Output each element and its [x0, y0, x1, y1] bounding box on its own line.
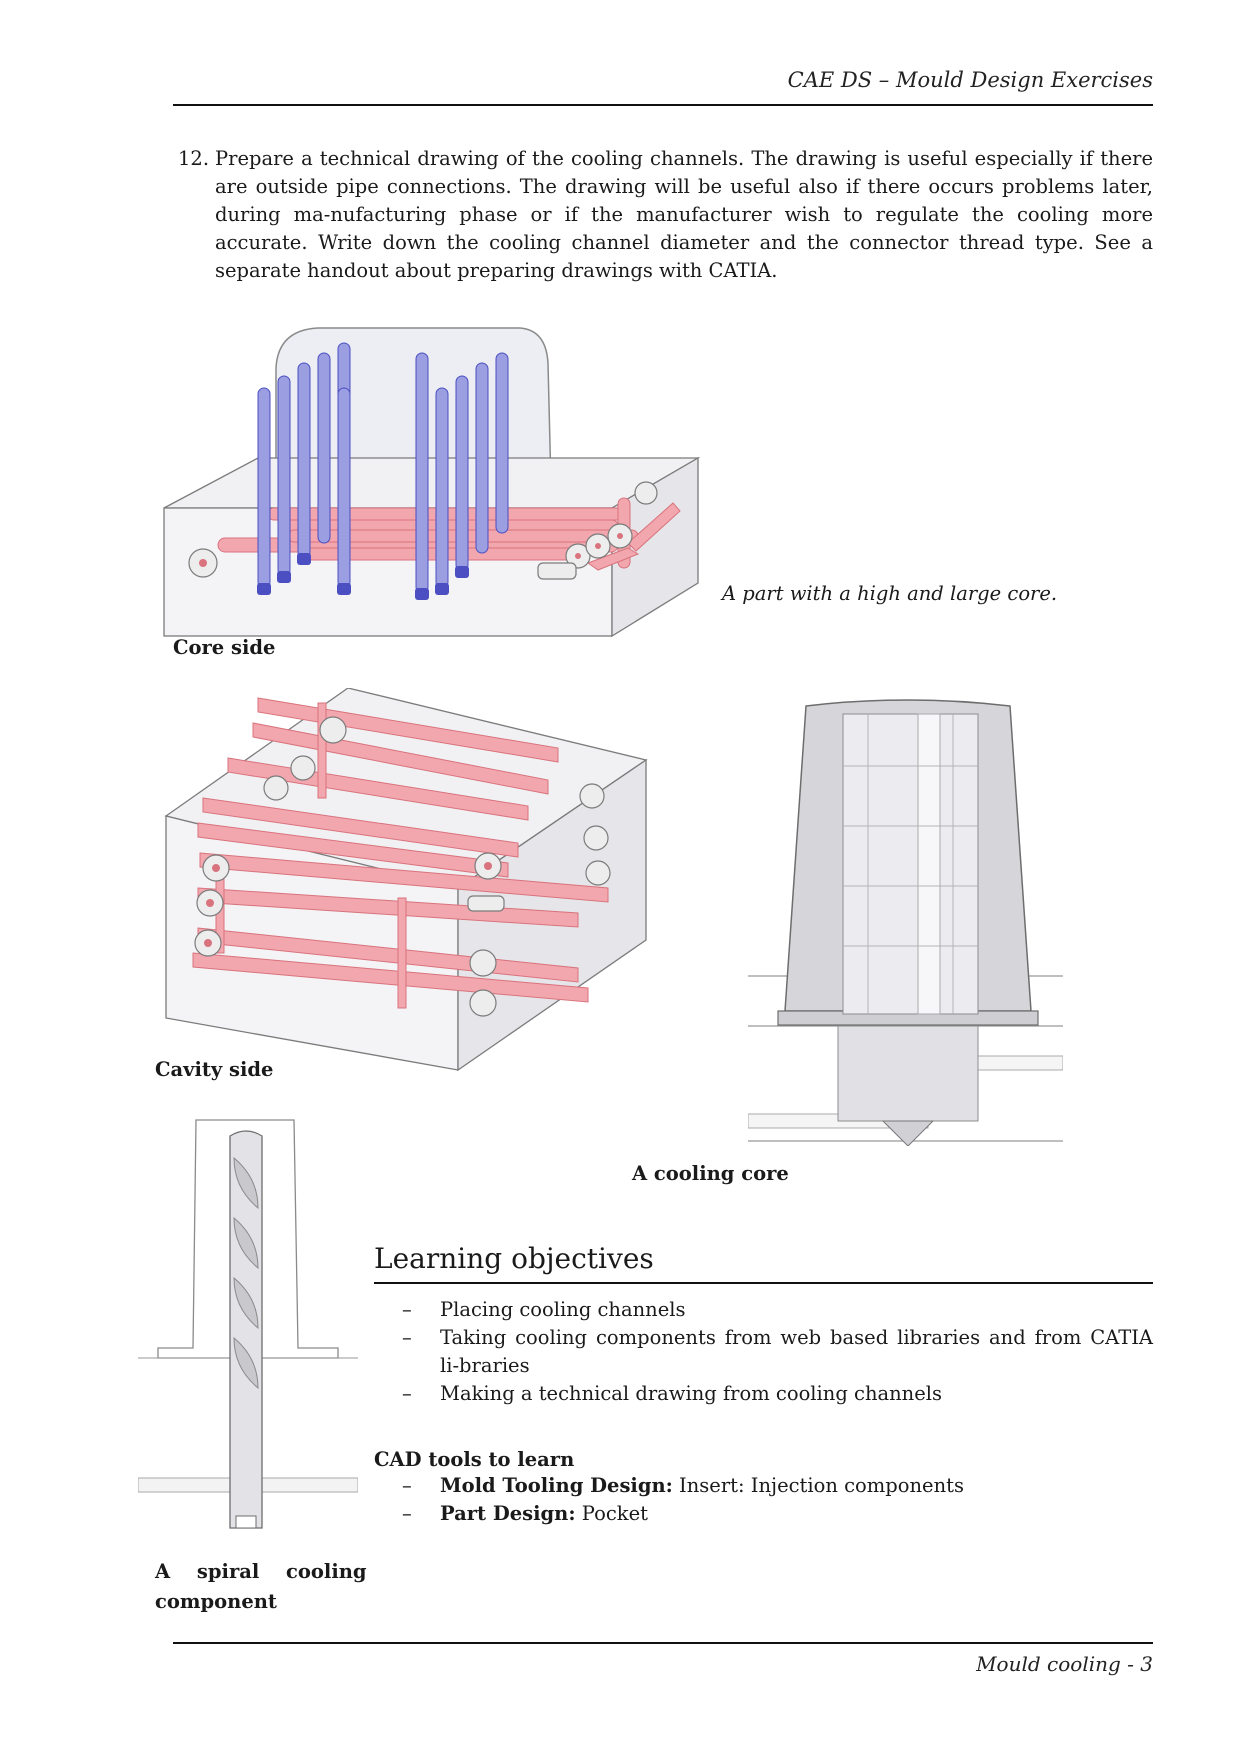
spiral-caption-line1: A spiral cooling: [155, 1560, 367, 1583]
running-header: CAE DS – Mould Design Exercises: [787, 68, 1153, 92]
cooling-core-caption: A cooling core: [632, 1162, 789, 1185]
list-item-text: Taking cooling components from web based…: [440, 1326, 1153, 1377]
list-item: – Taking cooling components from web base…: [374, 1324, 1153, 1380]
list-item: – Placing cooling channels: [374, 1296, 1153, 1324]
cad-tools-heading: CAD tools to learn: [374, 1448, 575, 1471]
dash-bullet: –: [402, 1298, 412, 1321]
tool-name: Part Design:: [440, 1502, 576, 1525]
list-item-text: Making a technical drawing from cooling …: [440, 1382, 943, 1405]
list-item-text: Placing cooling channels: [440, 1298, 686, 1321]
tool-detail: Pocket: [575, 1502, 648, 1525]
list-item: – Mold Tooling Design: Insert: Injection …: [374, 1472, 1153, 1500]
cavity-side-caption: Cavity side: [155, 1058, 274, 1081]
learning-objectives-heading: Learning objectives: [374, 1242, 654, 1275]
tool-detail: Insert: Injection components: [672, 1474, 964, 1497]
high-core-caption: A part with a high and large core.: [722, 582, 1058, 605]
core-side-figure: [158, 308, 703, 646]
dash-bullet: –: [402, 1502, 412, 1525]
footer-rule: [173, 1642, 1153, 1644]
core-side-caption: Core side: [173, 636, 276, 659]
dash-bullet: –: [402, 1326, 412, 1349]
learning-objectives-list: – Placing cooling channels – Taking coolin…: [374, 1296, 1153, 1408]
list-item: – Part Design: Pocket: [374, 1500, 1153, 1528]
step-number: 12.: [178, 147, 210, 170]
tool-name: Mold Tooling Design:: [440, 1474, 673, 1497]
dash-bullet: –: [402, 1382, 412, 1405]
cavity-side-figure: [158, 688, 648, 1074]
list-item: – Making a technical drawing from cooling…: [374, 1380, 1153, 1408]
spiral-caption-line2: component: [155, 1590, 277, 1613]
learning-objectives-rule: [374, 1282, 1153, 1284]
footer-text: Mould cooling - 3: [976, 1652, 1153, 1676]
step-text: Prepare a technical drawing of the cooli…: [215, 147, 1153, 282]
header-rule: [173, 104, 1153, 106]
dash-bullet: –: [402, 1474, 412, 1497]
spiral-component-figure: [138, 1108, 358, 1538]
cad-tools-list: – Mold Tooling Design: Insert: Injection …: [374, 1472, 1153, 1528]
cooling-core-figure: [748, 686, 1063, 1146]
